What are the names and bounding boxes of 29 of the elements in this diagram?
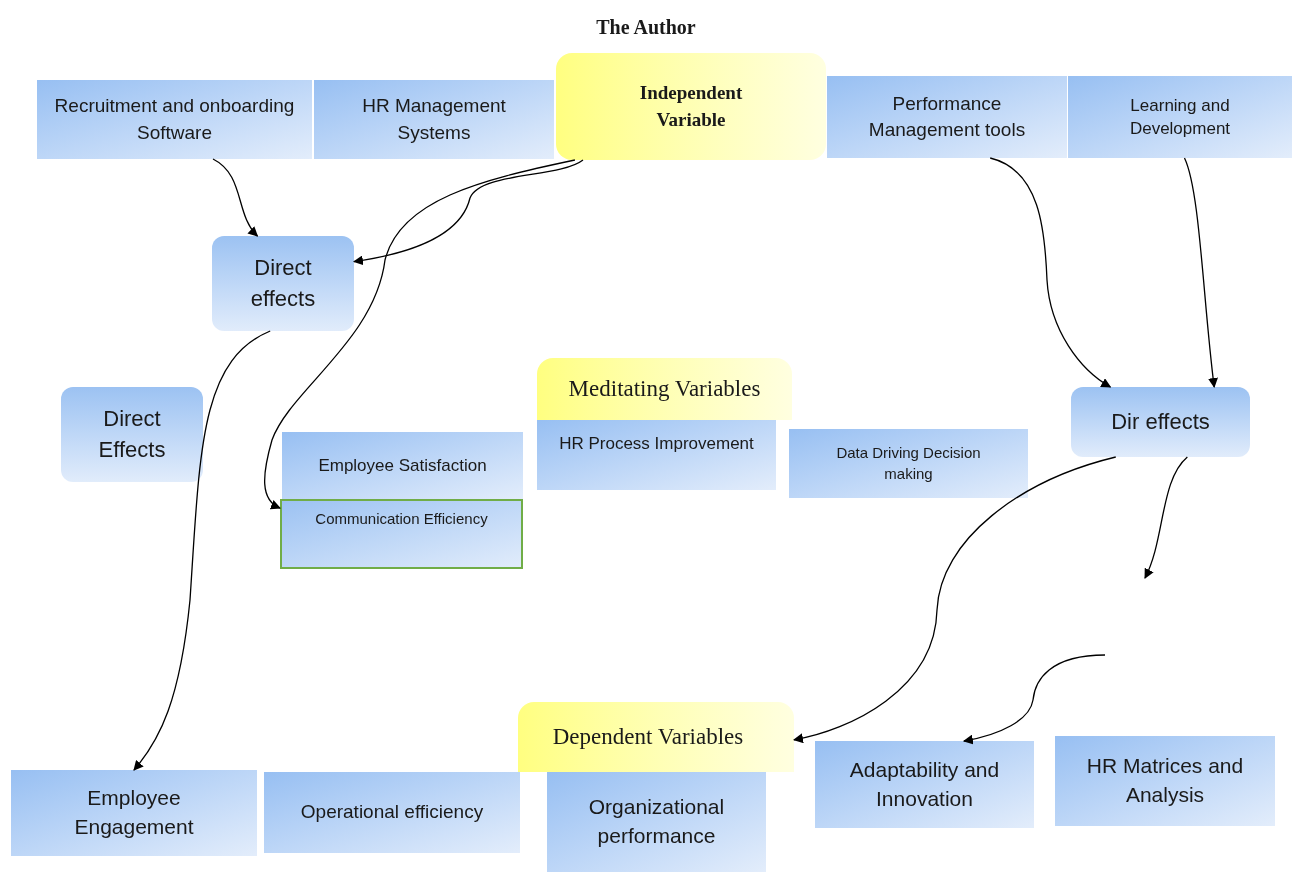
concept-box: Recruitment and onboarding Software <box>37 80 312 159</box>
concept-box: Employee Engagement <box>11 770 257 856</box>
concept-box: Communication Efficiency <box>280 499 523 569</box>
arrow <box>793 456 1117 743</box>
concept-box: Learning and Development <box>1068 76 1292 158</box>
arrow <box>962 654 1106 745</box>
concept-box: Performance Management tools <box>827 76 1067 158</box>
effect-box: Direct Effects <box>61 387 203 482</box>
concept-box: HR Process Improvement <box>537 420 776 490</box>
concept-box: Adaptability and Innovation <box>815 741 1034 828</box>
concept-box: Operational efficiency <box>264 772 520 853</box>
variable-group-box: Independent Variable <box>556 53 826 160</box>
arrow <box>133 330 271 771</box>
effect-box: Direct effects <box>212 236 354 331</box>
arrow <box>264 159 576 509</box>
title: The Author <box>595 15 697 40</box>
arrow <box>212 158 259 237</box>
concept-box: HR Management Systems <box>314 80 554 159</box>
effect-box: Dir effects <box>1071 387 1250 457</box>
variable-group-box: Meditating Variables <box>537 358 792 420</box>
arrow <box>1144 456 1188 579</box>
concept-box: HR Matrices and Analysis <box>1055 736 1275 826</box>
arrow <box>989 157 1112 388</box>
arrow <box>1183 157 1219 388</box>
variable-group-box: Dependent Variables <box>518 702 794 772</box>
concept-box: Employee Satisfaction <box>282 432 523 499</box>
concept-box: Organizational performance <box>547 772 766 872</box>
arrow <box>353 159 584 266</box>
concept-box: Data Driving Decision making <box>789 429 1028 498</box>
